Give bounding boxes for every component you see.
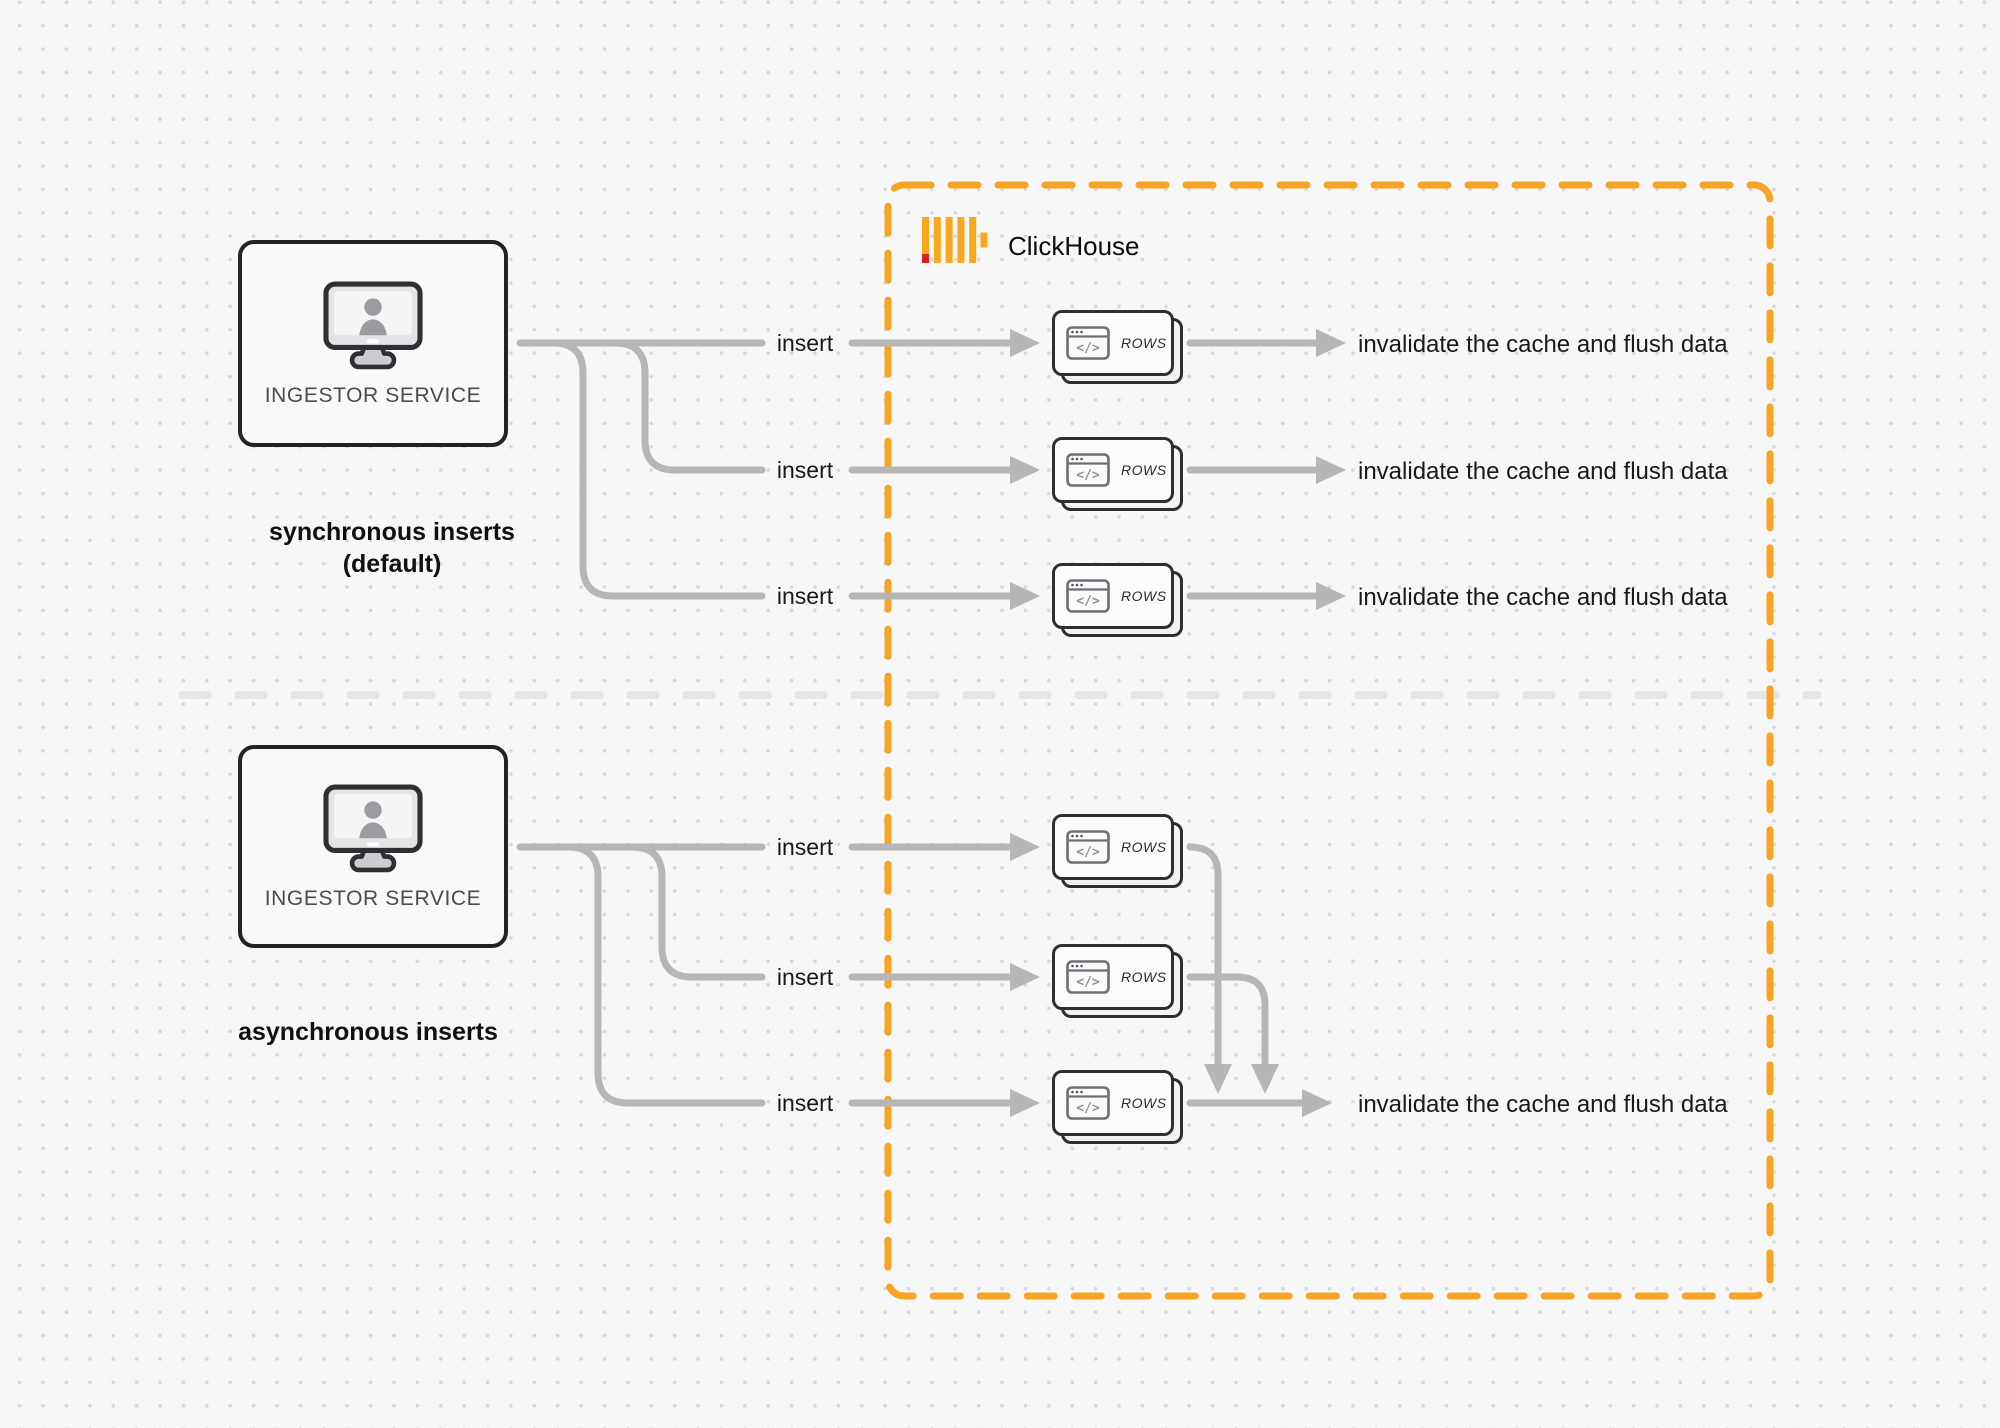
arrowhead-icon bbox=[1010, 456, 1040, 484]
code-window-icon: </> bbox=[1066, 453, 1110, 487]
insert-label: insert bbox=[776, 964, 834, 990]
sync-branch2-wire bbox=[611, 339, 766, 474]
async-section-label: asynchronous inserts bbox=[238, 1018, 498, 1046]
code-window-icon: </> bbox=[1066, 326, 1110, 360]
code-window-icon: </> bbox=[1066, 1086, 1110, 1120]
arrowhead-icon bbox=[1010, 963, 1040, 991]
code-window-icon: </> bbox=[1066, 579, 1110, 613]
sync-branch3-wire bbox=[549, 339, 766, 600]
code-window-icon: </> bbox=[1066, 960, 1110, 994]
rows-table-card: </> ROWS bbox=[1052, 944, 1183, 1018]
rows-table-card: </> ROWS bbox=[1052, 437, 1183, 511]
monitor-user-icon bbox=[323, 281, 423, 369]
code-window-icon: </> bbox=[1066, 830, 1110, 864]
invalidate-label: invalidate the cache and flush data bbox=[1358, 1091, 1728, 1118]
async-merge2-wire bbox=[1186, 973, 1269, 1068]
invalidate-label: invalidate the cache and flush data bbox=[1358, 458, 1728, 485]
svg-text:</>: </> bbox=[1076, 845, 1100, 860]
svg-text:</>: </> bbox=[1076, 1101, 1100, 1116]
rows-table-card: </> ROWS bbox=[1052, 814, 1183, 888]
ingestor-service-box-async: INGESTOR SERVICE bbox=[238, 745, 508, 948]
rows-table-card: </> ROWS bbox=[1052, 310, 1183, 384]
svg-text:</>: </> bbox=[1076, 468, 1100, 483]
arrowhead-icon bbox=[1010, 833, 1040, 861]
arrowhead-icon bbox=[1010, 582, 1040, 610]
insert-label: insert bbox=[776, 330, 834, 356]
svg-text:</>: </> bbox=[1076, 594, 1100, 609]
arrowhead-icon bbox=[1316, 582, 1346, 610]
sync-section-label: synchronous inserts (default) bbox=[269, 518, 515, 578]
clickhouse-title: ClickHouse bbox=[1008, 231, 1140, 261]
arrowhead-icon bbox=[1316, 456, 1346, 484]
clickhouse-boundary bbox=[884, 181, 1774, 1300]
rows-card-front: </> ROWS bbox=[1052, 1070, 1174, 1136]
rows-label: ROWS bbox=[1121, 1095, 1167, 1111]
insert-label: insert bbox=[776, 583, 834, 609]
arrowhead-icon bbox=[1316, 329, 1346, 357]
ingestor-service-box-sync: INGESTOR SERVICE bbox=[238, 240, 508, 447]
invalidate-label: invalidate the cache and flush data bbox=[1358, 584, 1728, 611]
rows-card-front: </> ROWS bbox=[1052, 563, 1174, 629]
insert-label: insert bbox=[776, 1090, 834, 1116]
monitor-user-icon bbox=[323, 784, 423, 872]
arrowhead-down-icon bbox=[1251, 1064, 1279, 1094]
svg-text:</>: </> bbox=[1076, 341, 1100, 356]
rows-label: ROWS bbox=[1121, 588, 1167, 604]
arrowhead-down-icon bbox=[1204, 1064, 1232, 1094]
arrowhead-icon bbox=[1010, 329, 1040, 357]
arrowhead-icon bbox=[1302, 1089, 1332, 1117]
rows-label: ROWS bbox=[1121, 335, 1167, 351]
ingestor-service-label: INGESTOR SERVICE bbox=[264, 886, 482, 910]
rows-card-front: </> ROWS bbox=[1052, 944, 1174, 1010]
rows-card-front: </> ROWS bbox=[1052, 437, 1174, 503]
rows-label: ROWS bbox=[1121, 969, 1167, 985]
insert-label: insert bbox=[776, 457, 834, 483]
svg-text:</>: </> bbox=[1076, 975, 1100, 990]
ingestor-service-label: INGESTOR SERVICE bbox=[264, 383, 482, 407]
arrowhead-icon bbox=[1010, 1089, 1040, 1117]
async-merge1-wire bbox=[1186, 843, 1222, 1068]
rows-label: ROWS bbox=[1121, 462, 1167, 478]
insert-label: insert bbox=[776, 834, 834, 860]
rows-table-card: </> ROWS bbox=[1052, 1070, 1183, 1144]
async-branch3-wire bbox=[564, 843, 766, 1107]
async-branch2-wire bbox=[628, 843, 766, 981]
rows-table-card: </> ROWS bbox=[1052, 563, 1183, 637]
rows-label: ROWS bbox=[1121, 839, 1167, 855]
rows-card-front: </> ROWS bbox=[1052, 814, 1174, 880]
rows-card-front: </> ROWS bbox=[1052, 310, 1174, 376]
clickhouse-logo-icon bbox=[922, 217, 988, 263]
invalidate-label: invalidate the cache and flush data bbox=[1358, 331, 1728, 358]
